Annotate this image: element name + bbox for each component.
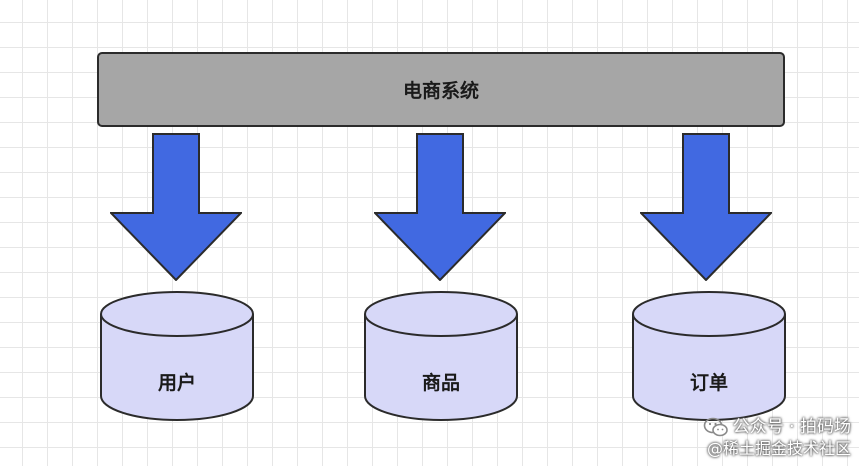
arrow-down-icon bbox=[374, 133, 506, 281]
arrow-down-icon bbox=[110, 133, 242, 281]
database-orders: 订单 bbox=[631, 290, 787, 422]
system-label: 电商系统 bbox=[402, 80, 479, 102]
watermark-line: 公众号 · 拍码场 bbox=[703, 416, 851, 438]
watermark: 公众号 · 拍码场 @稀土掘金技术社区 bbox=[703, 416, 851, 460]
watermark-source: @稀土掘金技术社区 bbox=[706, 439, 851, 458]
system-box: 电商系统 bbox=[97, 52, 785, 127]
database-users: 用户 bbox=[99, 290, 255, 422]
database-label: 用户 bbox=[157, 372, 196, 394]
database-label: 订单 bbox=[689, 372, 728, 394]
wechat-icon bbox=[703, 417, 728, 437]
database-label: 商品 bbox=[421, 372, 460, 394]
arrow-down-icon bbox=[640, 133, 772, 281]
database-products: 商品 bbox=[363, 290, 519, 422]
watermark-account: 公众号 · 拍码场 bbox=[732, 417, 851, 437]
database-cylinder-icon bbox=[632, 291, 786, 421]
database-cylinder-icon bbox=[100, 291, 254, 421]
database-cylinder-icon bbox=[364, 291, 518, 421]
